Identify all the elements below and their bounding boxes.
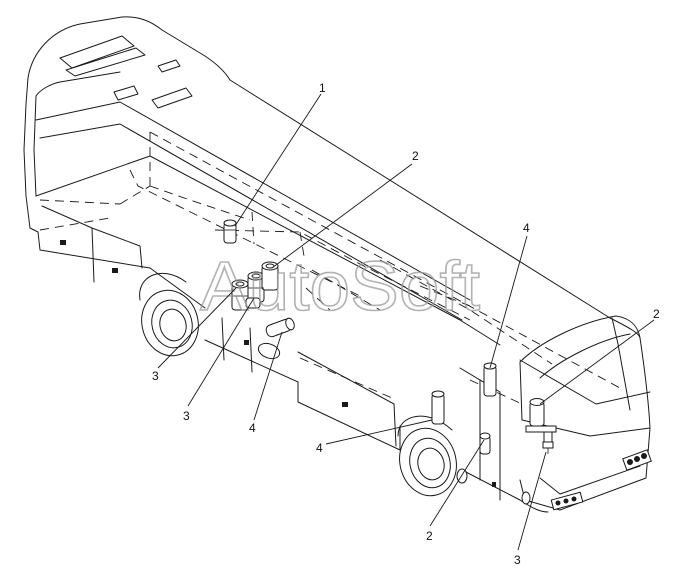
air-tank-1	[223, 219, 237, 244]
front-headlights	[550, 449, 652, 511]
hidden-lines	[39, 131, 621, 405]
air-tanks	[223, 219, 557, 455]
air-tank-front	[525, 398, 557, 454]
callout-2-right: 2	[653, 307, 660, 321]
callout-3-bottom: 3	[514, 553, 521, 567]
front-wheel	[397, 415, 457, 497]
callout-4-lower: 4	[316, 441, 323, 455]
air-tank-front-pair	[431, 362, 497, 425]
callout-3-left: 3	[152, 369, 159, 383]
air-tank-horizontal	[265, 317, 295, 338]
bus-body	[23, 16, 652, 513]
callout-labels: 1 2 2 2 3 3 3 4 4 4	[152, 81, 660, 567]
air-tank-door	[479, 432, 491, 455]
leader-lines	[157, 93, 655, 551]
callout-4-top: 4	[523, 221, 530, 235]
callout-1: 1	[319, 81, 326, 95]
air-tank-cluster	[231, 261, 279, 311]
callout-2-bottom: 2	[426, 529, 433, 543]
watermark-text: AutoSoft	[200, 247, 480, 325]
callout-4-middle: 4	[249, 421, 256, 435]
callout-3-middle: 3	[183, 409, 190, 423]
rear-wheel	[139, 272, 199, 357]
callout-2-top: 2	[412, 149, 419, 163]
